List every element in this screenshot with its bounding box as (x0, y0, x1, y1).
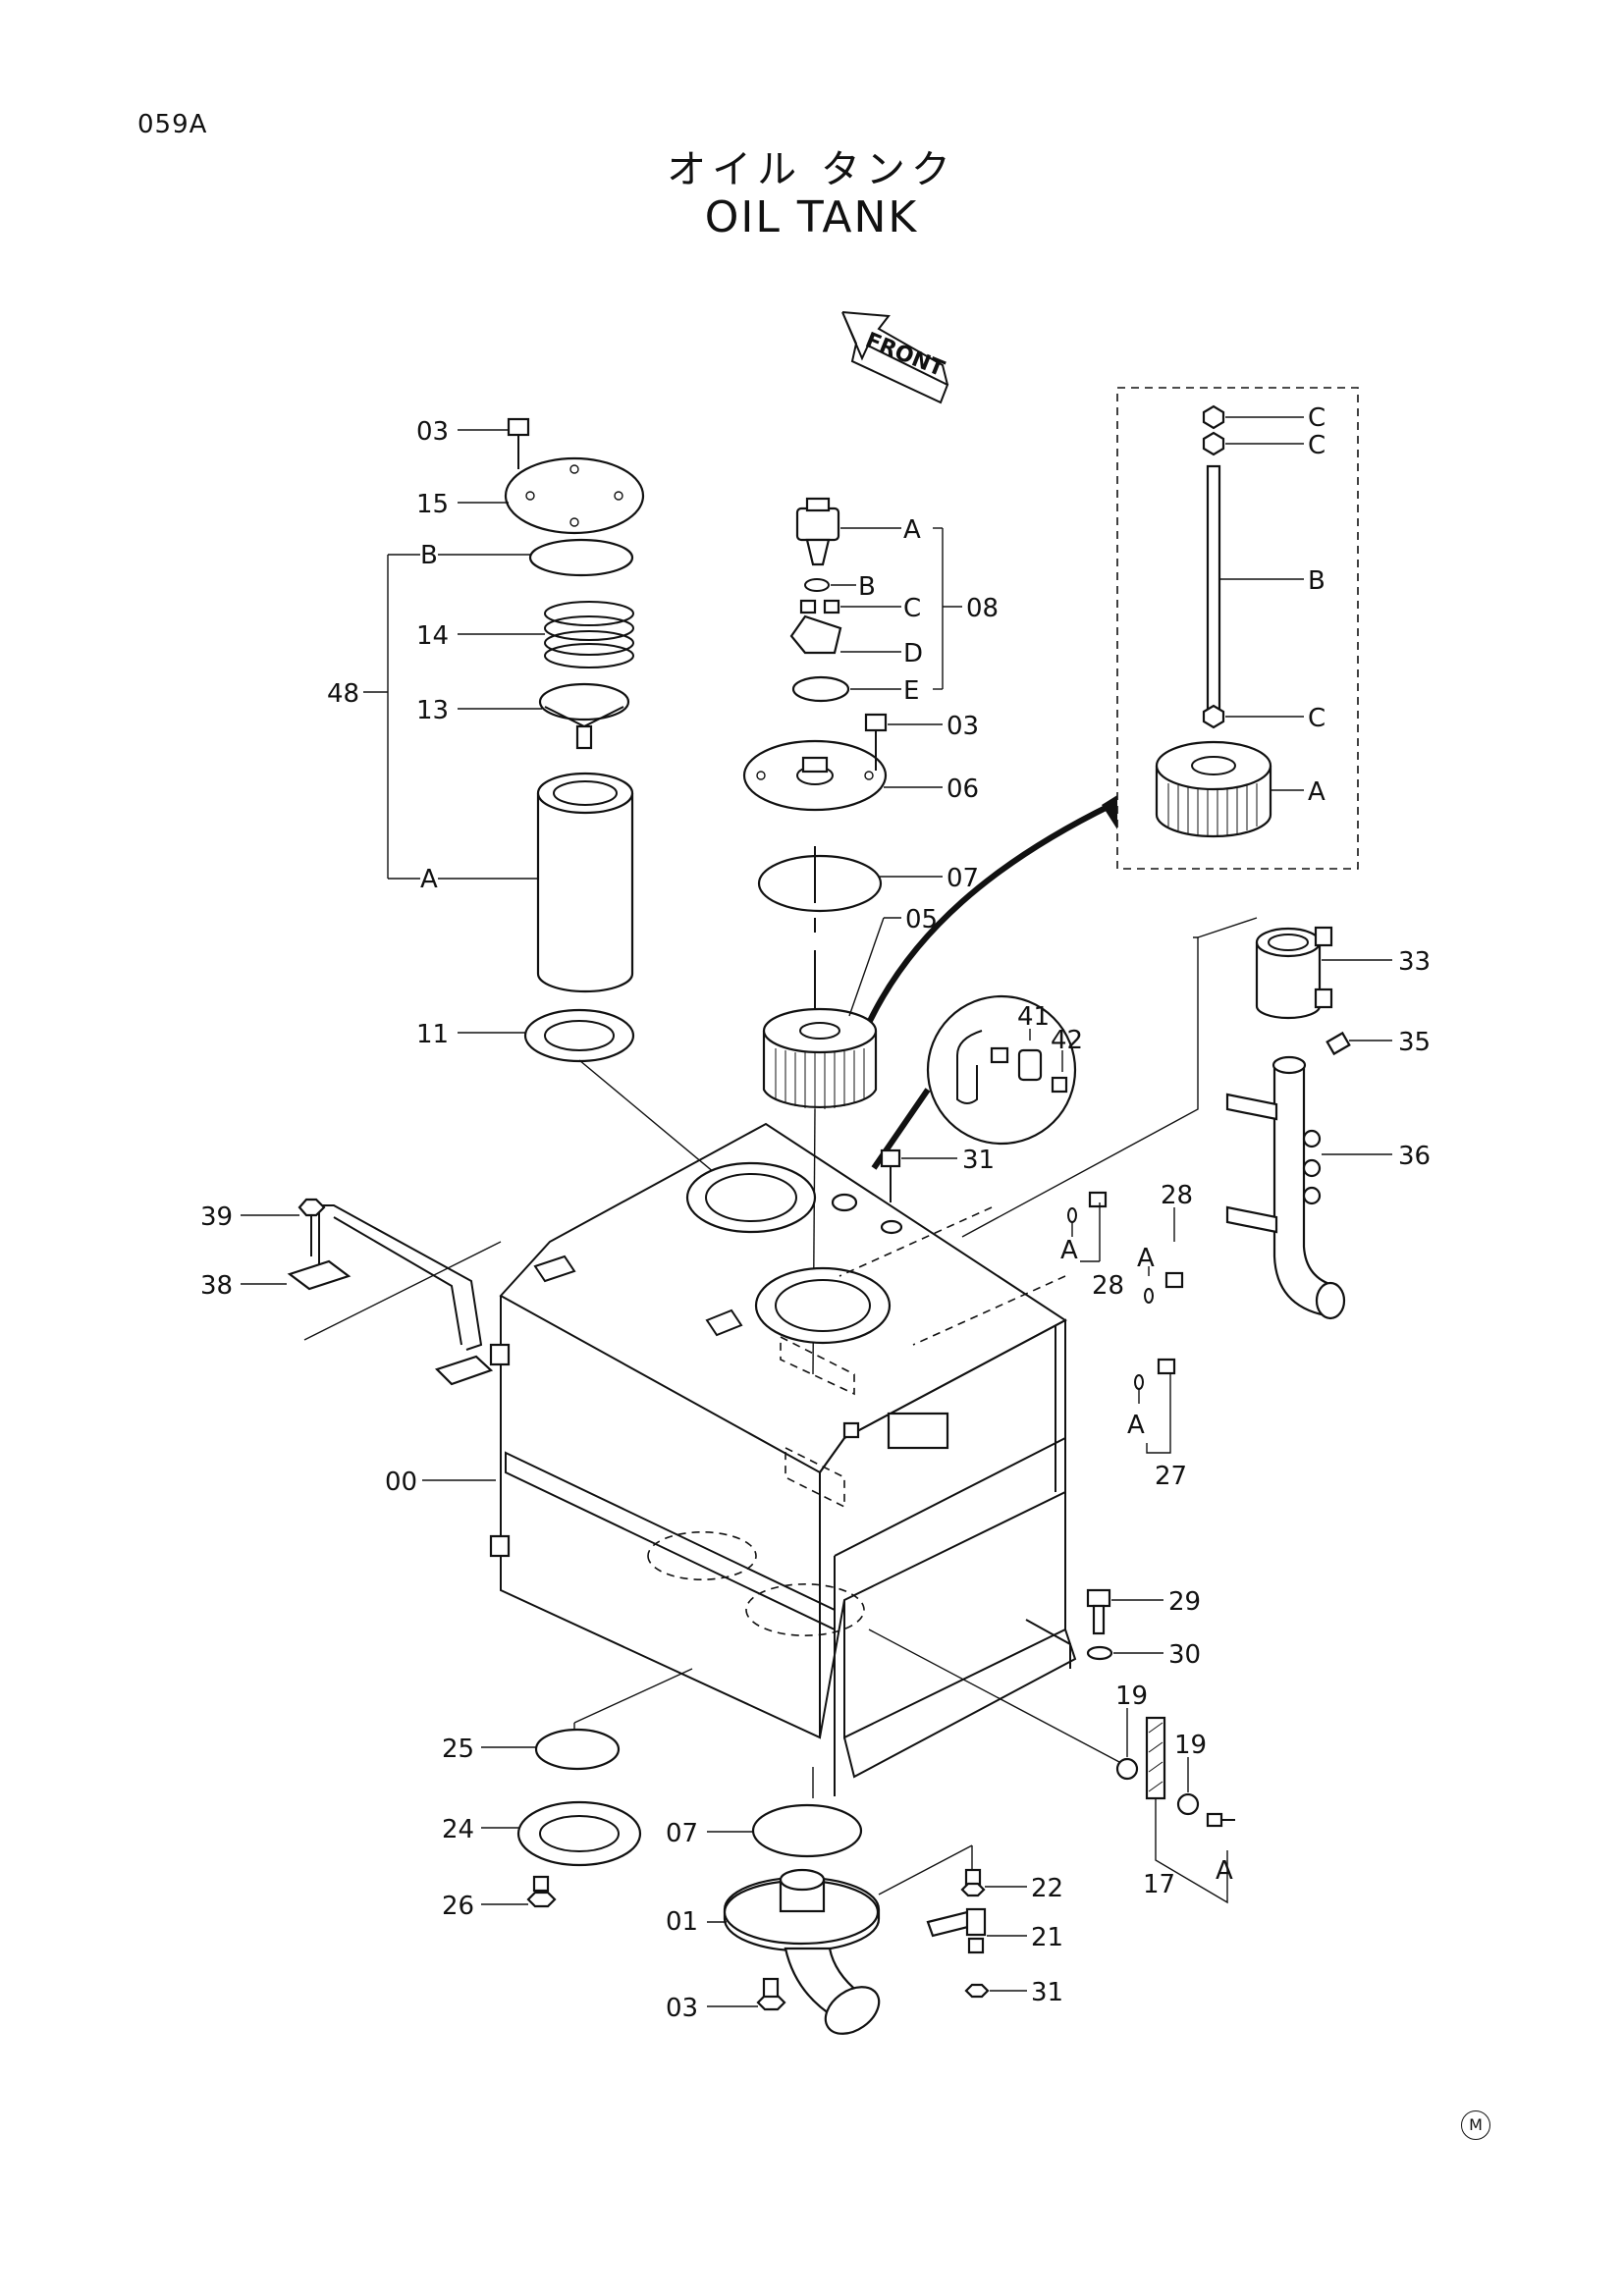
label-08-sub-d: D (903, 639, 923, 668)
label-17-sub-a: A (1216, 1856, 1233, 1886)
label-48-sub-b: B (420, 541, 438, 570)
label-13: 13 (416, 696, 449, 725)
label-08-sub-c: C (903, 594, 921, 623)
label-39: 39 (200, 1202, 233, 1232)
label-29: 29 (1168, 1587, 1201, 1617)
o-ring-48b (528, 538, 634, 577)
seal-11 (523, 1008, 635, 1063)
plug-31-top (831, 1148, 957, 1235)
label-03-bottom: 03 (666, 1994, 698, 2023)
breather-08 (789, 497, 850, 703)
title-japanese: オイル タンク (667, 147, 956, 192)
label-08: 08 (966, 594, 999, 623)
pipe-fittings (961, 917, 1392, 1320)
label-detail-c2: C (1308, 431, 1325, 460)
label-17: 17 (1143, 1870, 1175, 1899)
label-21: 21 (1031, 1923, 1063, 1952)
label-48: 48 (327, 679, 359, 709)
label-06: 06 (947, 774, 979, 804)
label-36: 36 (1398, 1142, 1431, 1171)
elbow-36 (1225, 1055, 1346, 1320)
label-19-right: 19 (1174, 1731, 1207, 1760)
title-english: OIL TANK (704, 192, 919, 242)
bolts-28 (1067, 1191, 1184, 1304)
label-08-sub-b: B (858, 572, 876, 602)
page-code: 059A (137, 110, 208, 139)
oil-tank-00 (489, 1122, 1077, 1796)
element-48a (536, 772, 634, 993)
label-00: 00 (385, 1468, 417, 1497)
detail-box (867, 387, 1359, 1023)
label-25: 25 (442, 1735, 474, 1764)
valve-13 (538, 682, 630, 750)
label-22: 22 (1031, 1874, 1063, 1903)
label-08-sub-a: A (903, 515, 921, 545)
label-31-top: 31 (962, 1146, 995, 1175)
corner-m-mark: M (1461, 2110, 1490, 2140)
drain-assembly-01 (707, 1767, 973, 2035)
bolt-03-center (864, 713, 888, 771)
label-03-center: 03 (947, 712, 979, 741)
label-42: 42 (1051, 1026, 1083, 1055)
leaders-left (363, 429, 757, 1208)
label-38: 38 (200, 1271, 233, 1301)
spring-14 (544, 601, 634, 668)
label-35: 35 (1398, 1028, 1431, 1057)
bolts-27 (1134, 1358, 1176, 1454)
front-label: FRONT (862, 328, 947, 382)
label-detail-c3: C (1308, 704, 1325, 733)
bottom-left-parts (481, 1668, 693, 1908)
label-28-right: 28 (1161, 1181, 1193, 1210)
valve-parts-bottom (926, 1868, 1027, 1999)
label-19-left: 19 (1115, 1682, 1148, 1711)
label-03-top-left: 03 (416, 417, 449, 447)
label-detail-a: A (1308, 777, 1325, 807)
label-08-sub-e: E (903, 676, 919, 706)
label-detail-b: B (1308, 566, 1325, 596)
label-27-sub-a: A (1127, 1411, 1145, 1440)
label-30: 30 (1168, 1640, 1201, 1670)
handle-38 (241, 1198, 502, 1386)
bolt-29-washer-30 (1086, 1588, 1163, 1661)
label-41: 41 (1017, 1002, 1050, 1032)
detail-circle-41-42 (871, 994, 1077, 1170)
label-27: 27 (1155, 1462, 1187, 1491)
label-28-left: 28 (1092, 1271, 1124, 1301)
label-24: 24 (442, 1815, 474, 1844)
label-28-sub-a-left: A (1060, 1236, 1078, 1265)
label-detail-c1: C (1308, 403, 1325, 433)
front-arrow: FRONT (841, 311, 949, 404)
leaders-center (812, 527, 962, 1375)
label-31-bottom: 31 (1031, 1978, 1063, 2007)
cover-15 (504, 456, 645, 535)
label-28-sub-a-right: A (1137, 1244, 1155, 1273)
label-26: 26 (442, 1892, 474, 1921)
label-11: 11 (416, 1020, 449, 1049)
bolt-03-top (507, 417, 530, 469)
filter-05 (762, 1007, 878, 1109)
label-07-bottom: 07 (666, 1819, 698, 1848)
label-01: 01 (666, 1907, 698, 1937)
o-ring-07-top (757, 854, 883, 913)
cover-06 (742, 739, 888, 812)
label-15: 15 (416, 490, 449, 519)
label-48-sub-a: A (420, 865, 438, 894)
level-gauge-17 (868, 1629, 1235, 1904)
label-33: 33 (1398, 947, 1431, 977)
label-14: 14 (416, 621, 449, 651)
